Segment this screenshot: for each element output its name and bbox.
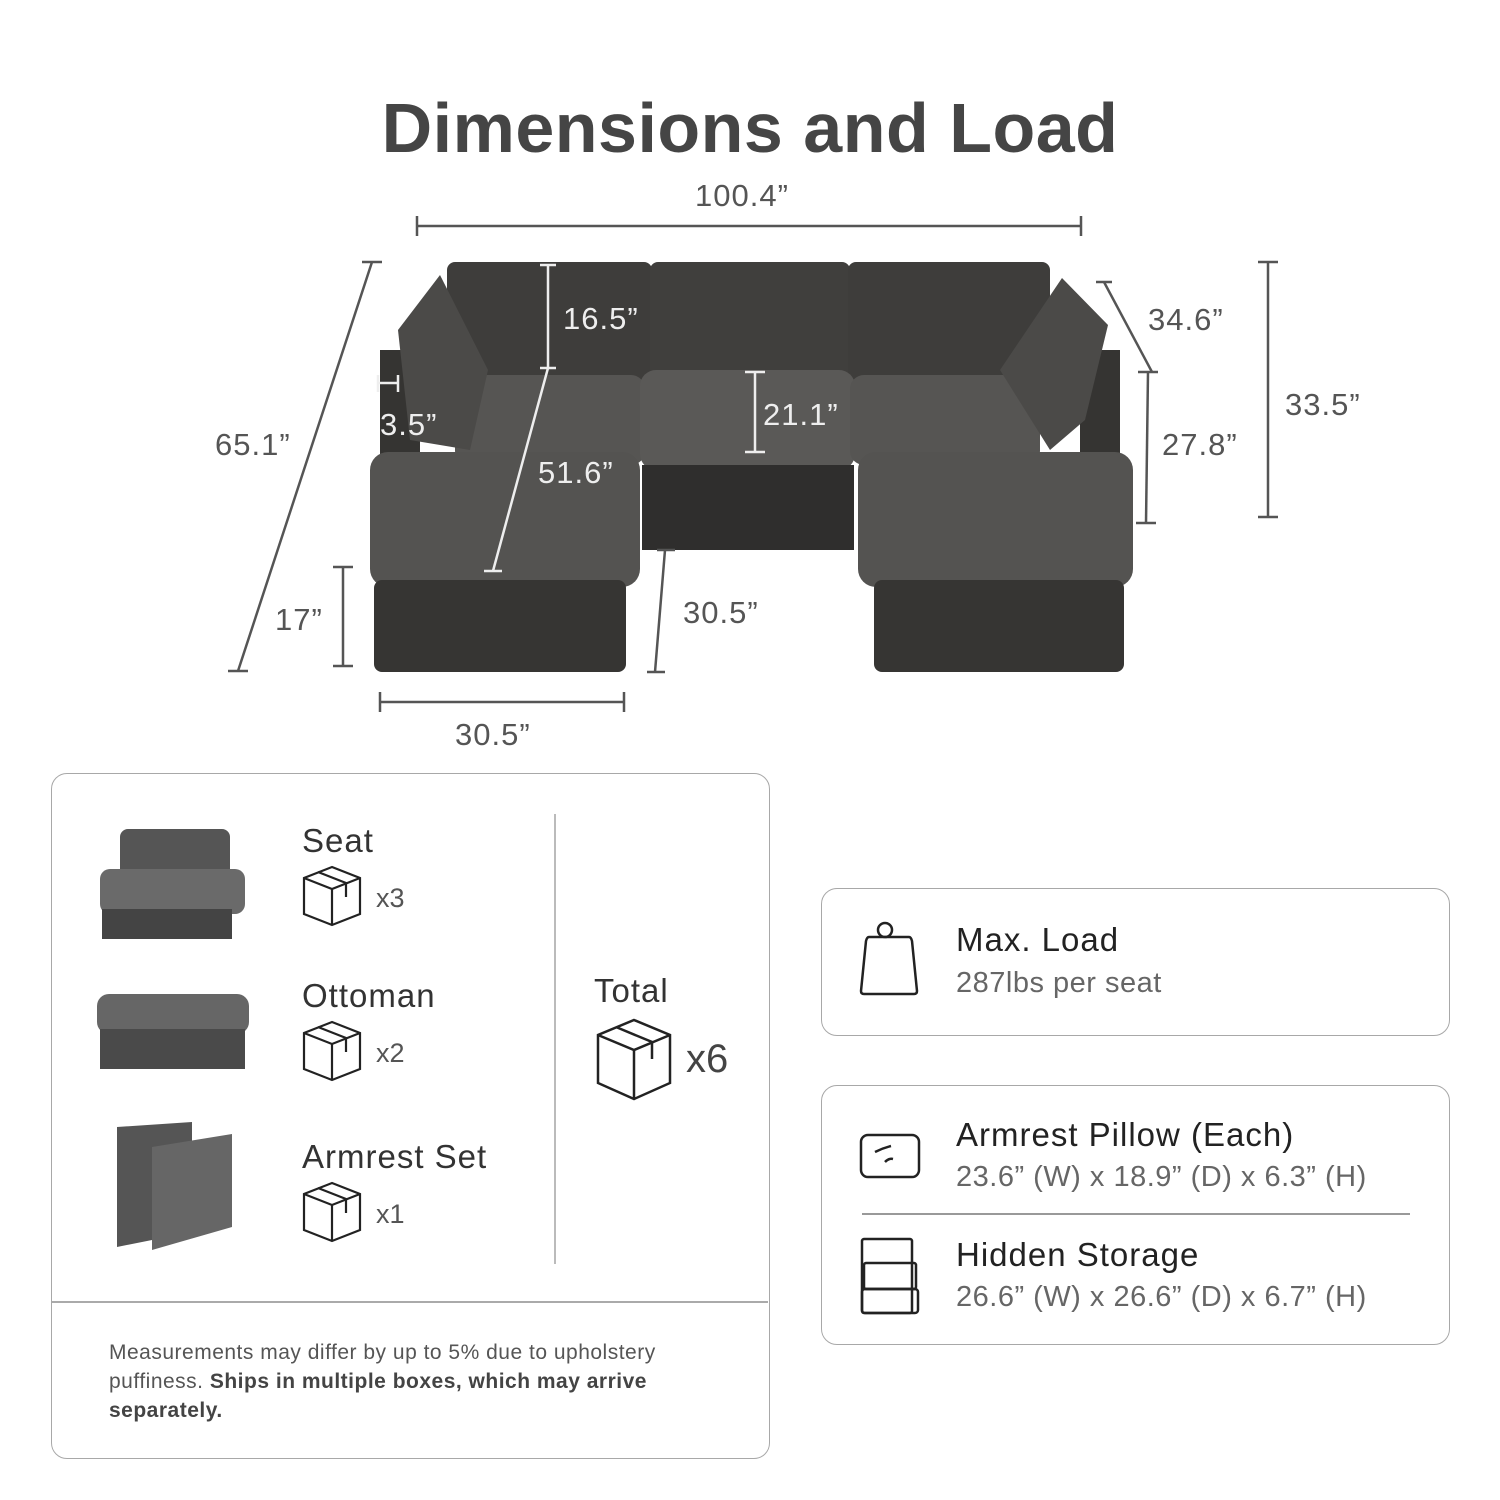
box-icon [596,1018,672,1101]
armrest-image [117,1122,232,1250]
weight-icon [859,921,919,996]
specs-card: Armrest Pillow (Each) 23.6” (W) x 18.9” … [821,1085,1450,1345]
component-name: Seat [302,822,374,859]
chaise-depth-label: 51.6” [538,455,614,490]
sofa-image [370,262,1133,672]
spec-title: Max. Load [956,921,1120,958]
max-load-card: Max. Load 287lbs per seat [821,888,1450,1036]
total-label: Total [594,972,669,1009]
seat-depth-label: 21.1” [763,397,839,432]
pillow-icon [859,1133,921,1179]
component-qty: x2 [376,1038,405,1068]
seat-height-label: 17” [275,602,323,637]
total-qty: x6 [686,1037,729,1081]
component-name: Armrest Set [302,1138,488,1175]
spec-title: Hidden Storage [956,1236,1200,1273]
spec-value: 26.6” (W) x 26.6” (D) x 6.7” (H) [956,1281,1367,1313]
spec-value: 23.6” (W) x 18.9” (D) x 6.3” (H) [956,1161,1367,1193]
divider [52,1301,768,1303]
total-width-label: 100.4” [695,178,789,213]
dimension-lines-light [376,263,765,573]
side-height-label: 27.8” [1162,427,1238,462]
component-qty: x1 [376,1199,405,1229]
page-title: Dimensions and Load [381,89,1119,167]
seat-image [100,829,245,939]
total-height-label: 33.5” [1285,387,1361,422]
storage-icon [860,1237,920,1315]
spec-title: Armrest Pillow (Each) [956,1116,1295,1153]
spec-value: 287lbs per seat [956,967,1162,999]
note-bold: Ships in multiple boxes, which may arriv… [109,1370,647,1422]
ottoman-width-label: 30.5” [455,717,531,752]
divider [554,814,556,1264]
side-depth-label: 34.6” [1148,302,1224,337]
ottoman-image [97,994,249,1069]
note-text: Measurements may differ by up to 5% due … [109,1341,656,1393]
back-height-label: 16.5” [563,301,639,336]
arm-width-label: 3.5” [380,407,438,442]
component-qty: x3 [376,883,405,913]
disclaimer-note: Measurements may differ by up to 5% due … [109,1338,669,1425]
ottoman-depth-label: 30.5” [683,595,759,630]
box-icon [302,1020,362,1082]
divider [862,1213,1410,1215]
box-icon [302,1181,362,1243]
box-icon [302,865,362,927]
sofa-illustration [228,216,1278,712]
component-name: Ottoman [302,977,436,1014]
total-depth-label: 65.1” [215,427,291,462]
dimension-lines [228,216,1278,712]
